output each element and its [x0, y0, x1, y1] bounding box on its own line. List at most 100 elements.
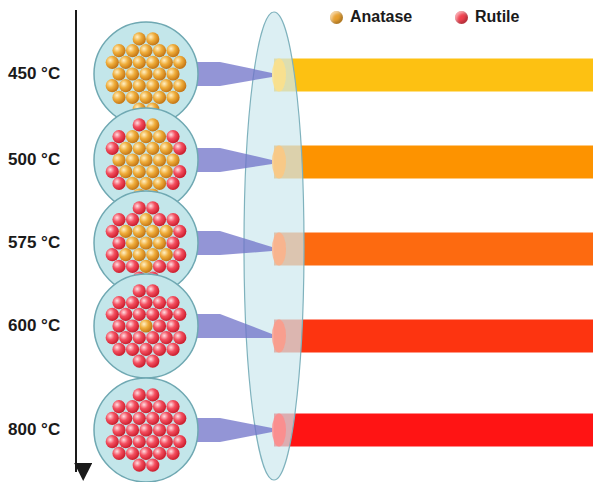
rutile-particle: [133, 284, 146, 297]
rutile-particle: [166, 130, 179, 143]
tube-bar: [274, 146, 593, 179]
sample-circle: [94, 274, 198, 378]
rutile-particle: [173, 412, 186, 425]
light-beam: [194, 148, 272, 172]
rutile-particle: [106, 308, 119, 321]
rutile-particle: [166, 296, 179, 309]
rutile-particle: [133, 331, 146, 344]
legend-swatch: [330, 11, 343, 24]
anatase-particle: [146, 225, 159, 238]
anatase-particle: [139, 91, 152, 104]
rutile-particle: [139, 447, 152, 460]
rutile-particle: [146, 412, 159, 425]
rutile-particle: [119, 331, 132, 344]
legend-text: Anatase: [350, 8, 412, 26]
rutile-particle: [126, 260, 139, 273]
rutile-particle: [126, 296, 139, 309]
rutile-particle: [106, 248, 119, 261]
anatase-particle: [133, 165, 146, 178]
rutile-particle: [166, 177, 179, 190]
rutile-particle: [166, 400, 179, 413]
rutile-particle: [153, 447, 166, 460]
anatase-particle: [126, 236, 139, 249]
anatase-particle: [139, 177, 152, 190]
anatase-particle: [153, 91, 166, 104]
rutile-particle: [153, 296, 166, 309]
light-beams: [194, 62, 272, 442]
anatase-particle: [146, 248, 159, 261]
rutile-particle: [146, 354, 159, 367]
tube-bar: [274, 320, 593, 353]
rutile-particle: [126, 343, 139, 356]
rutile-particle: [119, 435, 132, 448]
rutile-particle: [146, 331, 159, 344]
rutile-particle: [119, 308, 132, 321]
sample-disc: [94, 378, 198, 482]
rutile-particle: [112, 447, 125, 460]
rutile-particle: [133, 118, 146, 131]
rutile-particle: [133, 412, 146, 425]
anatase-particle: [160, 248, 173, 261]
rutile-particle: [153, 319, 166, 332]
rutile-particle: [160, 308, 173, 321]
rutile-particle: [139, 343, 152, 356]
rutile-particle: [126, 400, 139, 413]
legend-text: Rutile: [475, 8, 519, 26]
anatase-particle: [166, 67, 179, 80]
anatase-particle: [153, 236, 166, 249]
rutile-particle: [112, 400, 125, 413]
rutile-particle: [112, 236, 125, 249]
anatase-particle: [173, 79, 186, 92]
rutile-particle: [153, 213, 166, 226]
rutile-particle: [146, 458, 159, 471]
rutile-particle: [133, 388, 146, 401]
rutile-particle: [166, 423, 179, 436]
rutile-particle: [106, 165, 119, 178]
anatase-particle: [112, 153, 125, 166]
anatase-particle: [119, 56, 132, 69]
legend-swatch: [455, 11, 468, 24]
rutile-particle: [166, 319, 179, 332]
rutile-particle: [106, 225, 119, 238]
anatase-particle: [153, 44, 166, 57]
anatase-particle: [146, 32, 159, 45]
rutile-particle: [112, 423, 125, 436]
tube-bars: [274, 59, 593, 447]
tube-bar: [274, 59, 593, 92]
light-beam: [194, 231, 272, 255]
anatase-particle: [146, 118, 159, 131]
tube-end: [272, 320, 286, 353]
rutile-particle: [112, 343, 125, 356]
tube-bar: [274, 414, 593, 447]
rutile-particle: [126, 447, 139, 460]
anatase-particle: [126, 67, 139, 80]
anatase-particle: [126, 130, 139, 143]
rutile-particle: [166, 343, 179, 356]
rutile-particle: [133, 435, 146, 448]
legend-item: Anatase: [330, 8, 412, 26]
rutile-particle: [166, 447, 179, 460]
rutile-particle: [160, 331, 173, 344]
rutile-particle: [133, 308, 146, 321]
rutile-particle: [112, 319, 125, 332]
anatase-particle: [133, 248, 146, 261]
rutile-particle: [133, 458, 146, 471]
anatase-particle: [153, 130, 166, 143]
anatase-particle: [126, 153, 139, 166]
tube-caps: [272, 59, 286, 447]
anatase-particle: [160, 142, 173, 155]
tube-bar: [274, 233, 593, 266]
rutile-particle: [173, 331, 186, 344]
anatase-particle: [139, 319, 152, 332]
rutile-particle: [112, 177, 125, 190]
rutile-particle: [153, 260, 166, 273]
anatase-particle: [153, 153, 166, 166]
rutile-particle: [112, 213, 125, 226]
temperature-label: 600 °C: [8, 316, 60, 336]
rutile-particle: [139, 423, 152, 436]
anatase-particle: [119, 79, 132, 92]
rutile-particle: [126, 319, 139, 332]
rutile-particle: [173, 142, 186, 155]
light-beam: [194, 418, 272, 442]
anatase-particle: [119, 165, 132, 178]
